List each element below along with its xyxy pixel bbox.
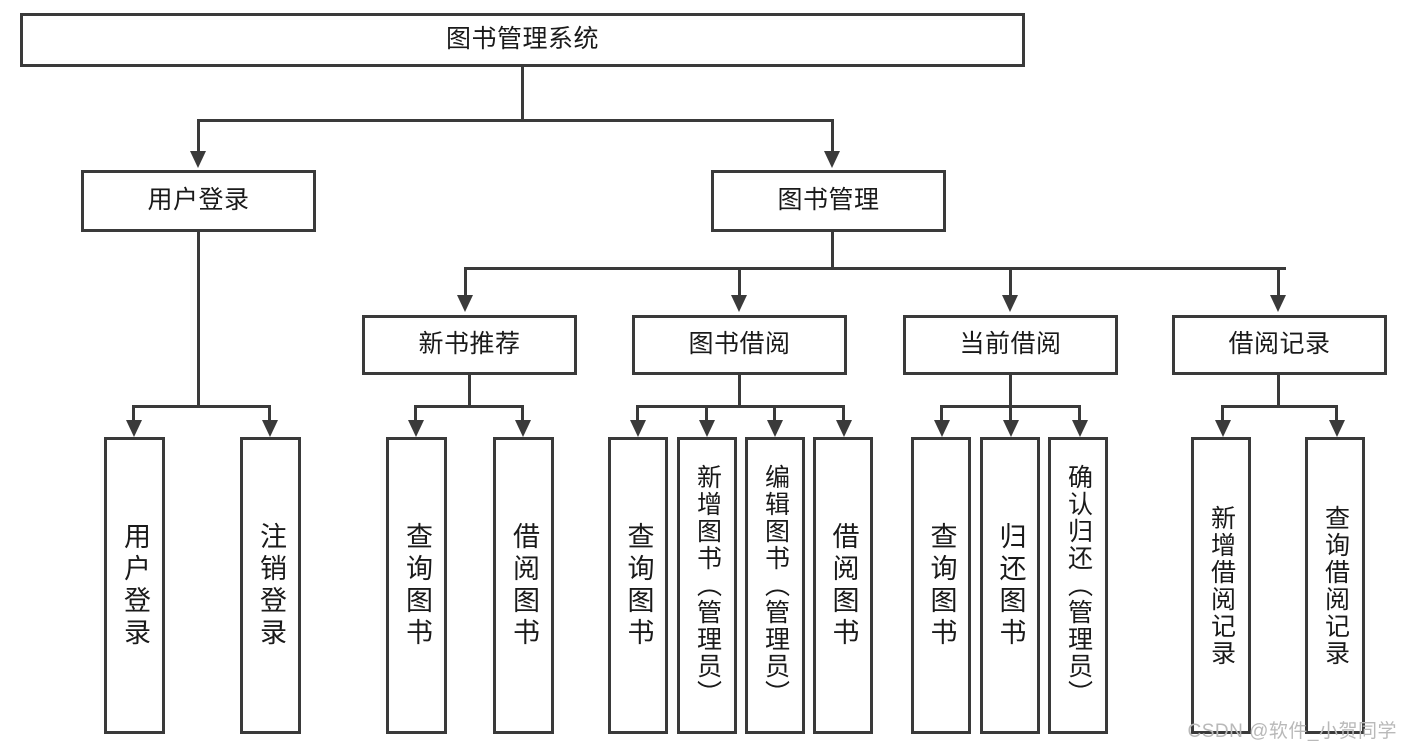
connector-bb-leaf-2 bbox=[705, 405, 708, 420]
connector-borrow-records-stem bbox=[1277, 375, 1280, 407]
arrowhead-bb-leaf-4 bbox=[836, 420, 852, 437]
connector-bb-leaf-3 bbox=[773, 405, 776, 420]
leaf-confirm-return-admin[interactable]: 确认归还（管理员） bbox=[1048, 437, 1108, 734]
connector-user-login-stem bbox=[197, 232, 200, 407]
node-book-borrow[interactable]: 图书借阅 bbox=[632, 315, 847, 375]
node-current-borrow[interactable]: 当前借阅 bbox=[903, 315, 1118, 375]
connector-br-leaf-1 bbox=[1221, 405, 1224, 420]
node-label: 编辑图书（管理员） bbox=[761, 464, 790, 707]
connector-cb-leaf-3 bbox=[1078, 405, 1081, 420]
connector-to-current-borrow bbox=[1009, 267, 1012, 295]
watermark-text: CSDN @软件_小贺同学 bbox=[1187, 721, 1397, 742]
leaf-query-books-nbr[interactable]: 查询图书 bbox=[386, 437, 447, 734]
leaf-return-books[interactable]: 归还图书 bbox=[980, 437, 1040, 734]
node-label: 查询图书 bbox=[402, 521, 432, 650]
arrowhead-user-login-to-leaf-1 bbox=[126, 420, 142, 437]
connector-to-new-book-rec bbox=[464, 267, 467, 295]
arrowhead-bb-leaf-2 bbox=[699, 420, 715, 437]
node-label: 查询图书 bbox=[623, 521, 654, 650]
node-borrow-records[interactable]: 借阅记录 bbox=[1172, 315, 1387, 375]
arrowhead-cb-leaf-3 bbox=[1072, 420, 1088, 437]
node-label: 借阅图书 bbox=[509, 521, 539, 650]
node-label: 用户登录 bbox=[147, 186, 250, 215]
leaf-query-borrow-record[interactable]: 查询借阅记录 bbox=[1305, 437, 1365, 734]
arrowhead-cb-leaf-1 bbox=[934, 420, 950, 437]
node-label: 新书推荐 bbox=[418, 330, 521, 359]
connector-user-login-to-leaf-2 bbox=[268, 405, 271, 420]
arrowhead-user-login-to-leaf-2 bbox=[262, 420, 278, 437]
leaf-add-borrow-record[interactable]: 新增借阅记录 bbox=[1191, 437, 1251, 734]
node-label: 归还图书 bbox=[995, 521, 1026, 650]
arrowhead-bb-leaf-3 bbox=[767, 420, 783, 437]
connector-borrow-records-bus bbox=[1221, 405, 1338, 408]
node-label: 注销登录 bbox=[256, 521, 286, 650]
connector-to-book-borrow bbox=[738, 267, 741, 295]
connector-root-to-book-manage bbox=[831, 119, 834, 151]
connector-root-bus bbox=[197, 119, 834, 122]
node-label: 当前借阅 bbox=[959, 330, 1062, 359]
node-root-book-management-system[interactable]: 图书管理系统 bbox=[20, 13, 1025, 67]
connector-bb-leaf-4 bbox=[842, 405, 845, 420]
connector-cb-leaf-1 bbox=[940, 405, 943, 420]
connector-book-manage-stem bbox=[831, 232, 834, 269]
node-label: 新增图书（管理员） bbox=[693, 464, 722, 707]
connector-to-borrow-records bbox=[1277, 267, 1280, 295]
leaf-query-books-cb[interactable]: 查询图书 bbox=[911, 437, 971, 734]
connector-book-borrow-bus bbox=[636, 405, 845, 408]
node-label: 查询图书 bbox=[926, 521, 957, 650]
arrowhead-nbr-leaf-2 bbox=[515, 420, 531, 437]
connector-cb-leaf-2 bbox=[1009, 405, 1012, 420]
node-label: 图书管理 bbox=[777, 186, 880, 215]
leaf-borrow-books-bb[interactable]: 借阅图书 bbox=[813, 437, 873, 734]
node-label: 新增借阅记录 bbox=[1207, 504, 1236, 667]
connector-br-leaf-2 bbox=[1335, 405, 1338, 420]
arrowhead-to-book-borrow bbox=[731, 295, 747, 312]
node-book-management[interactable]: 图书管理 bbox=[711, 170, 946, 232]
arrowhead-to-new-book-rec bbox=[457, 295, 473, 312]
arrowhead-br-leaf-2 bbox=[1329, 420, 1345, 437]
node-label: 图书借阅 bbox=[688, 330, 791, 359]
connector-book-manage-bus bbox=[464, 267, 1286, 270]
connector-current-borrow-stem bbox=[1009, 375, 1012, 407]
node-label: 借阅记录 bbox=[1228, 330, 1331, 359]
connector-book-borrow-stem bbox=[738, 375, 741, 407]
node-label: 借阅图书 bbox=[828, 521, 859, 650]
arrowhead-root-to-book-manage bbox=[824, 151, 840, 168]
connector-new-book-rec-stem bbox=[468, 375, 471, 407]
node-label: 用户登录 bbox=[120, 521, 150, 650]
connector-nbr-leaf-1 bbox=[414, 405, 417, 420]
arrowhead-br-leaf-1 bbox=[1215, 420, 1231, 437]
node-label: 图书管理系统 bbox=[445, 25, 599, 54]
node-user-login[interactable]: 用户登录 bbox=[81, 170, 316, 232]
connector-root-stem bbox=[521, 67, 524, 121]
arrowhead-nbr-leaf-1 bbox=[408, 420, 424, 437]
leaf-borrow-books-nbr[interactable]: 借阅图书 bbox=[493, 437, 554, 734]
arrowhead-to-borrow-records bbox=[1270, 295, 1286, 312]
connector-bb-leaf-1 bbox=[636, 405, 639, 420]
leaf-user-login[interactable]: 用户登录 bbox=[104, 437, 165, 734]
leaf-query-books-bb[interactable]: 查询图书 bbox=[608, 437, 668, 734]
arrowhead-to-current-borrow bbox=[1002, 295, 1018, 312]
connector-root-to-user-login bbox=[197, 119, 200, 151]
arrowhead-bb-leaf-1 bbox=[630, 420, 646, 437]
connector-user-login-bus bbox=[132, 405, 271, 408]
connector-new-book-rec-bus bbox=[414, 405, 524, 408]
node-label: 确认归还（管理员） bbox=[1064, 464, 1093, 707]
node-label: 查询借阅记录 bbox=[1321, 504, 1350, 667]
arrowhead-root-to-user-login bbox=[190, 151, 206, 168]
leaf-logout[interactable]: 注销登录 bbox=[240, 437, 301, 734]
connector-nbr-leaf-2 bbox=[521, 405, 524, 420]
node-new-book-recommend[interactable]: 新书推荐 bbox=[362, 315, 577, 375]
leaf-add-book-admin[interactable]: 新增图书（管理员） bbox=[677, 437, 737, 734]
connector-user-login-to-leaf-1 bbox=[132, 405, 135, 420]
arrowhead-cb-leaf-2 bbox=[1003, 420, 1019, 437]
leaf-edit-book-admin[interactable]: 编辑图书（管理员） bbox=[745, 437, 805, 734]
